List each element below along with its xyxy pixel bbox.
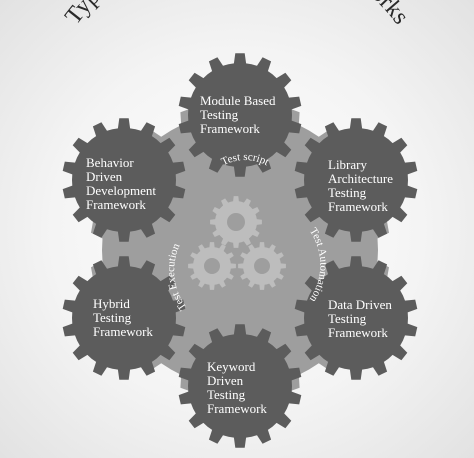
hybrid-label: Hybrid Testing Framework — [93, 296, 153, 339]
small-gear-top — [210, 196, 262, 248]
data-driven-label: Data Driven Testing Framework — [328, 297, 392, 340]
small-gear-left — [188, 242, 236, 290]
behavior-driven-label: Behavior Driven Development Framework — [86, 155, 157, 212]
behavior-driven-gear — [62, 118, 186, 242]
data-driven-gear — [294, 256, 418, 380]
test-script-label: Test script — [219, 151, 270, 168]
module-based-gear — [178, 53, 302, 177]
keyword-driven-gear — [178, 324, 302, 448]
diagram-title: Types of Test Automation Frameworks — [60, 0, 413, 29]
hybrid-gear — [62, 256, 186, 380]
keyword-driven-label: Keyword Driven Testing Framework — [207, 359, 267, 416]
module-based-label: Module Based Testing Framework — [200, 93, 276, 136]
library-architecture-gear — [294, 118, 418, 242]
small-gear-right — [238, 242, 286, 290]
library-architecture-label: Library Architecture Testing Framework — [328, 157, 393, 214]
